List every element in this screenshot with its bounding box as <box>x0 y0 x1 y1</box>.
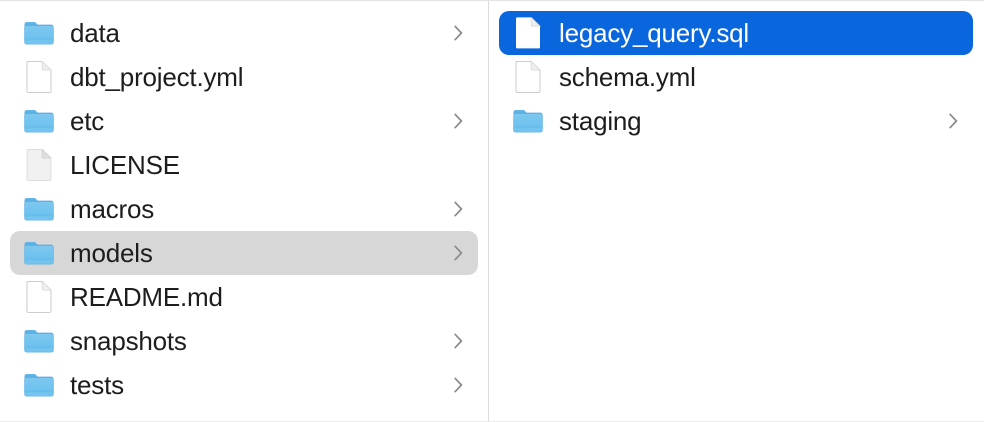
folder-icon-wrap <box>22 104 56 138</box>
disclosure-chevron-right-icon[interactable] <box>450 22 466 44</box>
folder-icon <box>24 374 54 397</box>
folder-icon-wrap <box>22 192 56 226</box>
finder-row-label: snapshots <box>70 326 187 356</box>
finder-row-label: legacy_query.sql <box>559 18 749 48</box>
folder-icon-wrap <box>22 368 56 402</box>
finder-column-models-directory[interactable]: legacy_query.sql schema.yml staging <box>489 1 983 421</box>
finder-row-tests[interactable]: tests <box>10 363 478 407</box>
finder-row-label: data <box>70 18 120 48</box>
finder-row-label: tests <box>70 370 124 400</box>
disclosure-chevron-right-icon[interactable] <box>450 374 466 396</box>
finder-row-staging[interactable]: staging <box>499 99 973 143</box>
chevron-right-icon <box>453 113 462 129</box>
folder-icon-wrap <box>22 16 56 50</box>
chevron-right-icon <box>453 201 462 217</box>
document-icon-wrap <box>22 60 56 94</box>
document-icon <box>516 17 541 49</box>
finder-row-license[interactable]: LICENSE <box>10 143 478 187</box>
document-icon <box>26 281 52 313</box>
folder-icon <box>24 110 54 133</box>
finder-row-dbt-project-yml[interactable]: dbt_project.yml <box>10 55 478 99</box>
finder-row-data[interactable]: data <box>10 11 478 55</box>
folder-icon-wrap <box>22 324 56 358</box>
finder-row-legacy-query-sql[interactable]: legacy_query.sql <box>499 11 973 55</box>
finder-row-label: LICENSE <box>70 150 180 180</box>
finder-row-label: etc <box>70 106 105 136</box>
folder-icon <box>513 110 543 133</box>
disclosure-chevron-right-icon[interactable] <box>450 242 466 264</box>
document-icon-wrap <box>511 60 545 94</box>
document-icon-wrap <box>511 16 545 50</box>
folder-icon <box>24 198 54 221</box>
folder-icon <box>24 330 54 353</box>
folder-icon <box>24 22 54 45</box>
generic-document-icon-wrap <box>22 148 56 182</box>
finder-row-readme-md[interactable]: README.md <box>10 275 478 319</box>
folder-icon-wrap <box>22 236 56 270</box>
finder-row-macros[interactable]: macros <box>10 187 478 231</box>
disclosure-chevron-right-icon[interactable] <box>450 330 466 352</box>
finder-row-snapshots[interactable]: snapshots <box>10 319 478 363</box>
disclosure-chevron-right-icon[interactable] <box>450 110 466 132</box>
finder-row-label: schema.yml <box>559 62 696 92</box>
finder-row-label: README.md <box>70 282 223 312</box>
chevron-right-icon <box>453 333 462 349</box>
document-icon-wrap <box>22 280 56 314</box>
chevron-right-icon <box>453 245 462 261</box>
document-icon <box>26 61 52 93</box>
disclosure-chevron-right-icon[interactable] <box>945 110 961 132</box>
chevron-right-icon <box>453 25 462 41</box>
finder-row-schema-yml[interactable]: schema.yml <box>499 55 973 99</box>
folder-icon <box>24 242 54 265</box>
disclosure-chevron-right-icon[interactable] <box>450 198 466 220</box>
finder-row-etc[interactable]: etc <box>10 99 478 143</box>
folder-icon-wrap <box>511 104 545 138</box>
finder-row-label: dbt_project.yml <box>70 62 244 92</box>
finder-row-label: staging <box>559 106 642 136</box>
finder-row-label: macros <box>70 194 155 224</box>
finder-column-parent-directory[interactable]: data dbt_project.yml etc <box>0 1 489 421</box>
chevron-right-icon <box>948 113 957 129</box>
generic-document-icon <box>26 149 52 181</box>
chevron-right-icon <box>453 377 462 393</box>
finder-row-models[interactable]: models <box>10 231 478 275</box>
finder-row-label: models <box>70 238 153 268</box>
document-icon <box>515 61 541 93</box>
